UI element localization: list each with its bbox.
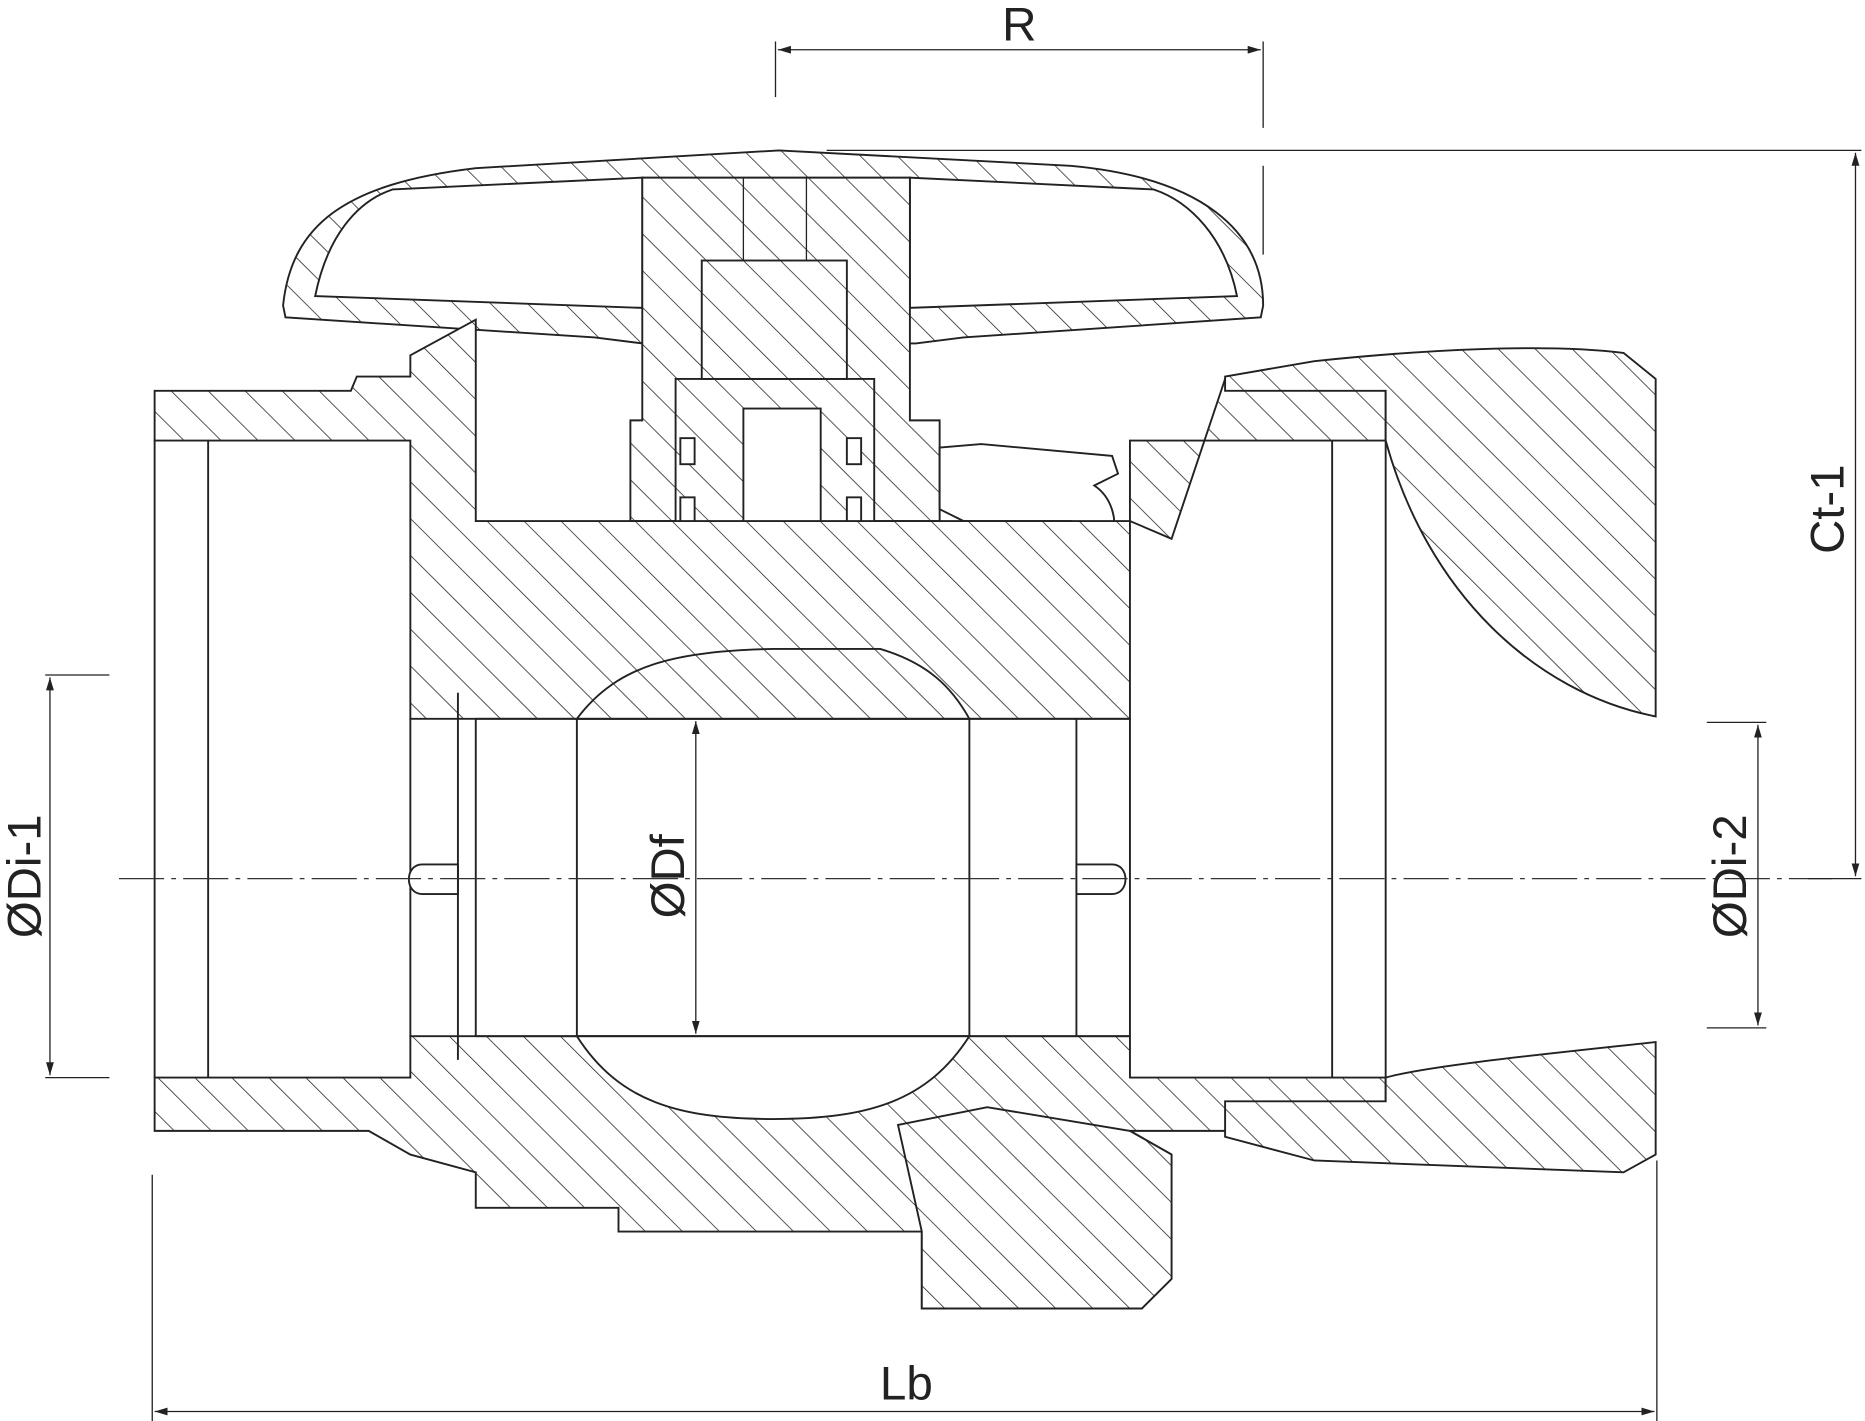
dimension-label-di1: ØDi-1: [0, 814, 51, 938]
dimension-ct1: Ct-1: [826, 149, 1862, 880]
dimension-label-df: ØDf: [642, 833, 695, 918]
dimension-label-di2: ØDi-2: [1704, 814, 1757, 938]
stem-top: [700, 259, 848, 380]
ball-seat-top: [574, 647, 971, 720]
body-upper: [153, 318, 1387, 720]
compression-end-upper: [1224, 347, 1657, 718]
dimension-lb: Lb: [151, 1160, 1658, 1421]
dimension-di1: ØDi-1: [0, 674, 110, 1079]
dimension-df: ØDf: [642, 721, 700, 1034]
dimension-label-ct1: Ct-1: [1801, 464, 1854, 553]
dimension-label-r: R: [1002, 0, 1036, 51]
union-nut: [896, 1106, 1173, 1310]
handle-inner-outline: [314, 176, 1239, 309]
ball-seat-bottom: [575, 1035, 972, 1120]
compression-end-lower: [1224, 1041, 1657, 1174]
pin-left: [408, 863, 459, 895]
dimension-r: R: [774, 0, 1264, 255]
dimension-label-lb: Lb: [880, 1358, 933, 1411]
dimension-di2: ØDi-2: [1704, 721, 1767, 1029]
